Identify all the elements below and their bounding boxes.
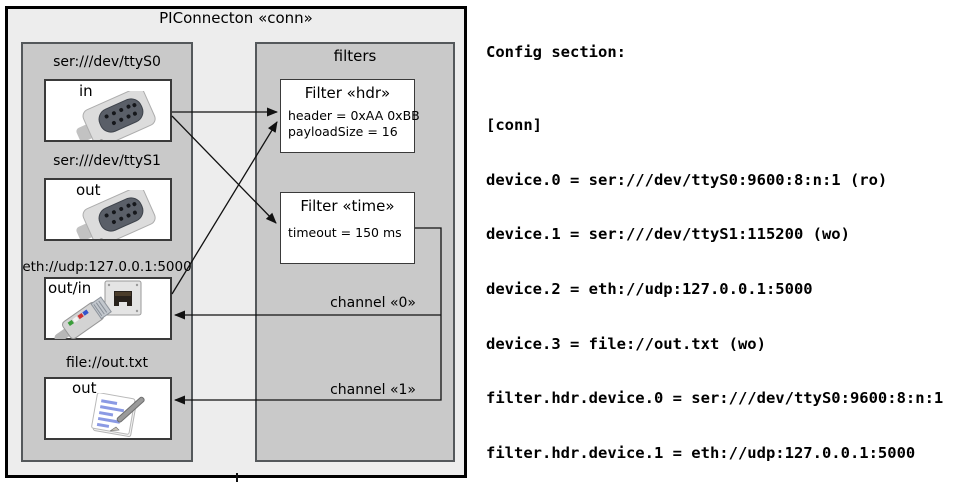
config-section: Config section: [conn] device.0 = ser://… xyxy=(486,7,953,484)
port-direction-label: out xyxy=(72,379,97,397)
filter-title: Filter «hdr» xyxy=(304,84,391,102)
port-direction-label: out/in xyxy=(48,279,92,297)
port-direction-label: out xyxy=(76,181,101,199)
channel-0-label: channel «0» xyxy=(330,295,416,311)
ethernet-port-icon xyxy=(104,280,142,316)
device-box-file: out xyxy=(44,377,172,440)
filter-property: timeout = 150 ms xyxy=(288,225,402,240)
connector-title: PIConnecton «conn» xyxy=(159,9,313,27)
filter-title: Filter «time» xyxy=(300,197,395,215)
config-line: device.3 = file://out.txt (wo) xyxy=(486,334,766,353)
config-line: filter.hdr.device.0 = ser:///dev/ttyS0:9… xyxy=(486,389,944,408)
filter-property: payloadSize = 16 xyxy=(288,124,398,139)
notes-icon xyxy=(91,393,145,438)
config-line: [conn] xyxy=(486,116,542,135)
channel-1-label: channel «1» xyxy=(330,382,416,398)
config-heading: Config section: xyxy=(486,43,626,62)
config-line: filter.hdr.device.1 = eth://udp:127.0.0.… xyxy=(486,443,916,462)
ethernet-connector-icon xyxy=(54,296,112,339)
device-label-eth: eth://udp:127.0.0.1:5000 xyxy=(22,259,192,275)
device-label-ttys1: ser:///dev/ttyS1 xyxy=(53,153,161,169)
serial-connector-icon xyxy=(76,91,156,140)
config-line: device.1 = ser:///dev/ttyS1:115200 (wo) xyxy=(486,225,850,244)
serial-connector-icon xyxy=(76,190,156,239)
device-label-file: file://out.txt xyxy=(65,355,149,371)
config-line: device.0 = ser:///dev/ttyS0:9600:8:n:1 (… xyxy=(486,170,888,189)
config-line: device.2 = eth://udp:127.0.0.1:5000 xyxy=(486,280,813,299)
device-box-ttys1: out xyxy=(44,178,172,241)
port-direction-label: in xyxy=(79,82,93,100)
filter-property: header = 0xAA 0xBB xyxy=(288,108,420,123)
filter-box-hdr: Filter «hdr» header = 0xAA 0xBB payloadS… xyxy=(280,79,420,153)
device-box-eth: out/in xyxy=(44,277,172,340)
filter-box-time: Filter «time» timeout = 150 ms xyxy=(280,192,415,264)
device-label-ttys0: ser:///dev/ttyS0 xyxy=(53,54,161,70)
filters-panel-title: filters xyxy=(333,47,377,65)
device-box-ttys0: in xyxy=(44,79,172,142)
